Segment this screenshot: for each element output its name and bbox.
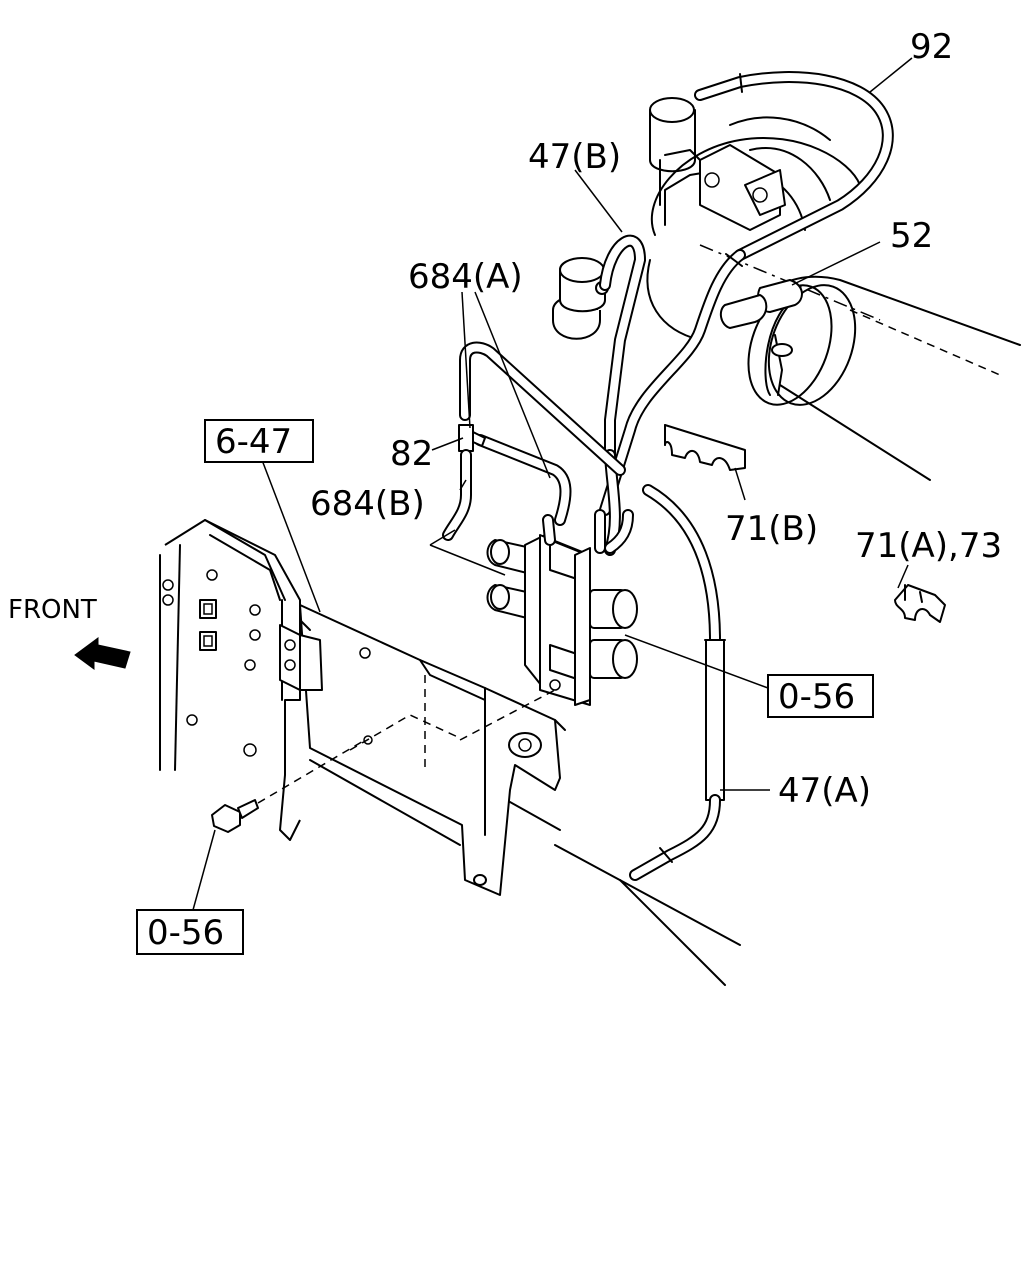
label-47b: 47(B) xyxy=(528,137,621,177)
ref-0-56-left-text: 0-56 xyxy=(147,913,224,953)
label-92: 92 xyxy=(910,27,953,67)
hose-47a xyxy=(629,484,726,881)
ref-6-47-text: 6-47 xyxy=(215,422,292,462)
vacuum-actuator xyxy=(552,257,609,340)
bolt-0-56 xyxy=(211,739,366,833)
label-82: 82 xyxy=(390,434,433,474)
label-71b: 71(B) xyxy=(725,509,818,549)
hose-684a xyxy=(459,341,626,526)
ref-box-0-56-right[interactable]: 0-56 xyxy=(767,674,874,718)
clip-71b xyxy=(664,424,746,471)
mounting-bracket xyxy=(299,604,566,896)
leader-lines xyxy=(192,57,913,911)
turbo-housing xyxy=(646,97,881,341)
engine-plate xyxy=(159,519,323,841)
label-52: 52 xyxy=(890,216,933,256)
label-684a: 684(A) xyxy=(408,257,523,297)
ref-box-0-56-left[interactable]: 0-56 xyxy=(136,909,244,955)
clip-52 xyxy=(719,279,803,396)
ref-0-56-right-text: 0-56 xyxy=(778,677,855,717)
clip-71a-73 xyxy=(894,584,946,623)
hose-92 xyxy=(599,71,894,516)
ref-box-6-47[interactable]: 6-47 xyxy=(204,419,314,463)
t-joint-82 xyxy=(458,424,486,452)
label-47a: 47(A) xyxy=(778,771,871,811)
label-71a-73: 71(A),73 xyxy=(855,526,1002,566)
hose-684b xyxy=(429,449,506,576)
front-arrow-icon xyxy=(74,637,131,670)
solenoid-valve xyxy=(486,509,638,706)
label-front: FRONT xyxy=(8,595,97,625)
label-684b: 684(B) xyxy=(310,484,425,524)
hose-47b xyxy=(599,234,646,556)
